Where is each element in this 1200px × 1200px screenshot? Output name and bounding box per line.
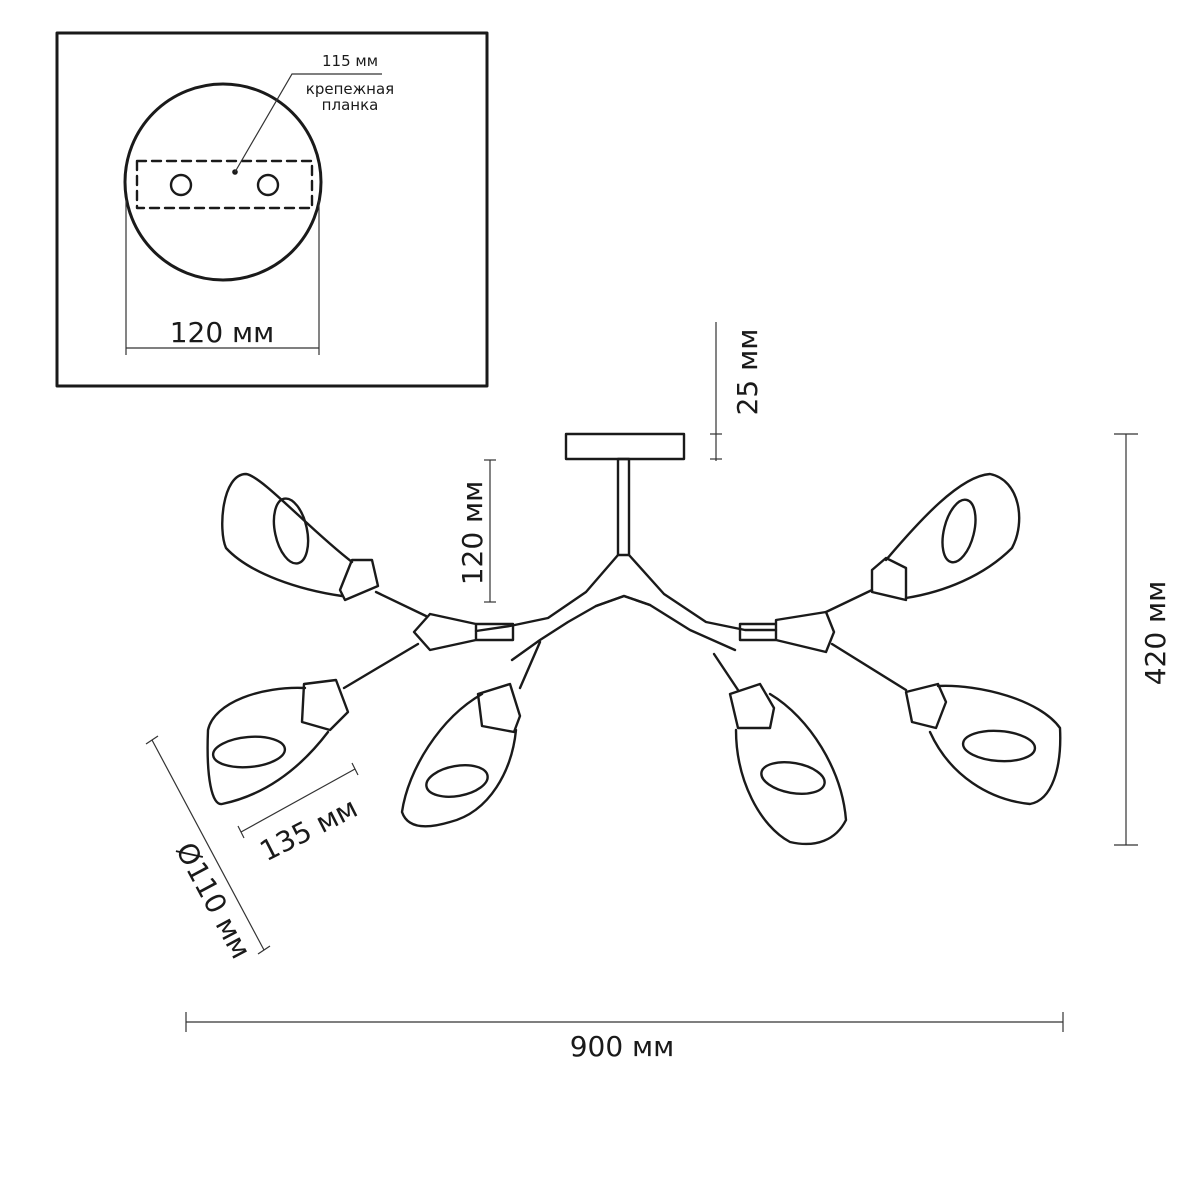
dim-arm-length: 135 мм xyxy=(237,762,363,868)
canopy-height-label: 25 мм xyxy=(731,329,764,416)
left-coupling xyxy=(412,612,515,652)
dim-total-height: 420 мм xyxy=(1114,433,1172,846)
arm-left-bottom xyxy=(342,642,420,690)
drop-height-label: 120 мм xyxy=(456,481,489,586)
shade-top-right xyxy=(870,472,1021,602)
frame-lower xyxy=(510,594,737,662)
arm-length-label: 135 мм xyxy=(255,791,363,868)
shade-bottom-right xyxy=(904,682,1062,806)
canopy-plate xyxy=(564,432,686,461)
dim-canopy-height: 25 мм xyxy=(710,322,764,461)
inset-frame xyxy=(55,31,489,388)
bracket-label-line2: планка xyxy=(322,96,379,114)
shade-top-left xyxy=(221,472,380,602)
arm-left-mid xyxy=(518,640,542,690)
canopy-inset: 115 мм крепежная планка 120 мм xyxy=(55,31,489,388)
arm-right-bottom xyxy=(830,642,908,692)
dim-drop-height: 120 мм xyxy=(456,459,496,603)
inset-width-label: 120 мм xyxy=(170,316,275,349)
canopy-circle xyxy=(123,82,323,282)
frame-hub xyxy=(594,594,652,608)
screw-hole-right xyxy=(256,173,280,197)
frame-main xyxy=(474,553,778,633)
shade-center-right xyxy=(728,682,848,846)
slot-label: 115 мм xyxy=(322,52,378,70)
arm-right-mid xyxy=(712,652,740,692)
arm-right-top xyxy=(824,588,874,614)
total-height-label: 420 мм xyxy=(1139,581,1172,686)
right-coupling xyxy=(738,610,836,654)
mounting-bracket xyxy=(135,159,314,210)
chandelier xyxy=(206,432,1062,846)
shade-bottom-left xyxy=(206,678,350,806)
screw-hole-left xyxy=(169,173,193,197)
bracket-leader-line xyxy=(234,73,382,173)
dim-total-width: 900 мм xyxy=(185,1012,1064,1063)
stem xyxy=(616,457,631,557)
total-width-label: 900 мм xyxy=(570,1030,675,1063)
bracket-label-line1: крепежная xyxy=(306,80,394,98)
arm-left-top xyxy=(374,590,428,618)
shade-center-left xyxy=(400,682,522,828)
